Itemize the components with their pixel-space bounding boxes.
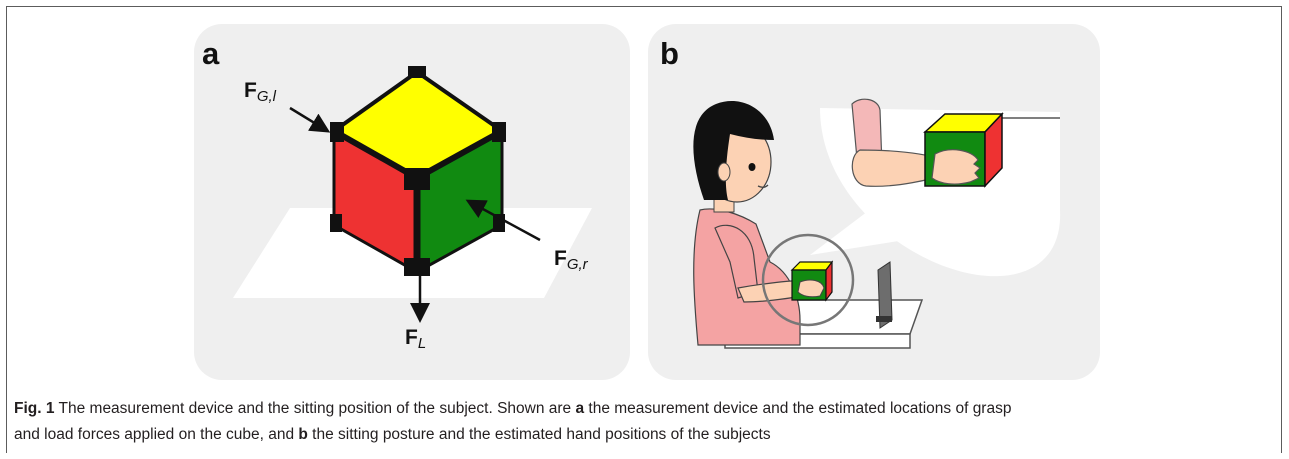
monitor-stand bbox=[876, 316, 892, 322]
caption-text-3: and load forces applied on the cube, and bbox=[14, 426, 299, 443]
girl-hand bbox=[797, 279, 825, 298]
grasp-force-right-arrow bbox=[465, 199, 541, 242]
cube-corner-bracket bbox=[492, 122, 506, 142]
small-cube-side bbox=[825, 260, 833, 302]
figure-caption: Fig. 1 The measurement device and the si… bbox=[14, 396, 1274, 448]
caption-bold-b: b bbox=[298, 426, 308, 443]
small-cube-top bbox=[790, 261, 834, 271]
caption-text-4: the sitting posture and the estimated ha… bbox=[307, 426, 771, 443]
panel-b: b bbox=[648, 24, 1100, 380]
grasp-force-left-arrow bbox=[289, 106, 331, 133]
cube-top-right-edge bbox=[415, 128, 504, 181]
cube-corner-bracket bbox=[404, 258, 430, 276]
girl-ear bbox=[717, 162, 731, 182]
panel-a: a FG,l FG,r FL bbox=[194, 24, 630, 380]
zoom-cube-side bbox=[984, 112, 1003, 188]
cube-corner-bracket bbox=[404, 168, 430, 190]
grasp-force-right-label: FG,r bbox=[554, 247, 589, 273]
girl-mouth bbox=[757, 184, 769, 188]
girl-hair bbox=[693, 101, 774, 200]
cube-back-left-edge bbox=[332, 70, 419, 133]
cube-corner-bracket bbox=[408, 66, 426, 78]
caption-bold-a: a bbox=[575, 400, 585, 417]
figure-frame bbox=[6, 6, 1282, 453]
cube bbox=[330, 66, 506, 276]
cube-corner-bracket bbox=[330, 122, 344, 142]
cube-top-left-edge bbox=[332, 128, 419, 181]
grasp-force-left-label: FG,l bbox=[244, 79, 277, 105]
load-force-label: FL bbox=[405, 326, 426, 352]
cube-back-right-edge bbox=[415, 70, 504, 133]
magnifier-circle bbox=[761, 233, 855, 327]
caption-text-2: the measurement device and the estimated… bbox=[584, 400, 1012, 417]
caption-prefix: Fig. 1 bbox=[14, 400, 55, 417]
caption-text-1: The measurement device and the sitting p… bbox=[54, 400, 576, 417]
zoom-hand bbox=[931, 149, 981, 185]
panel-a-label: a bbox=[202, 36, 220, 71]
panel-b-label: b bbox=[660, 36, 679, 71]
girl-eye bbox=[748, 163, 756, 171]
cube-corner-bracket bbox=[330, 214, 342, 232]
